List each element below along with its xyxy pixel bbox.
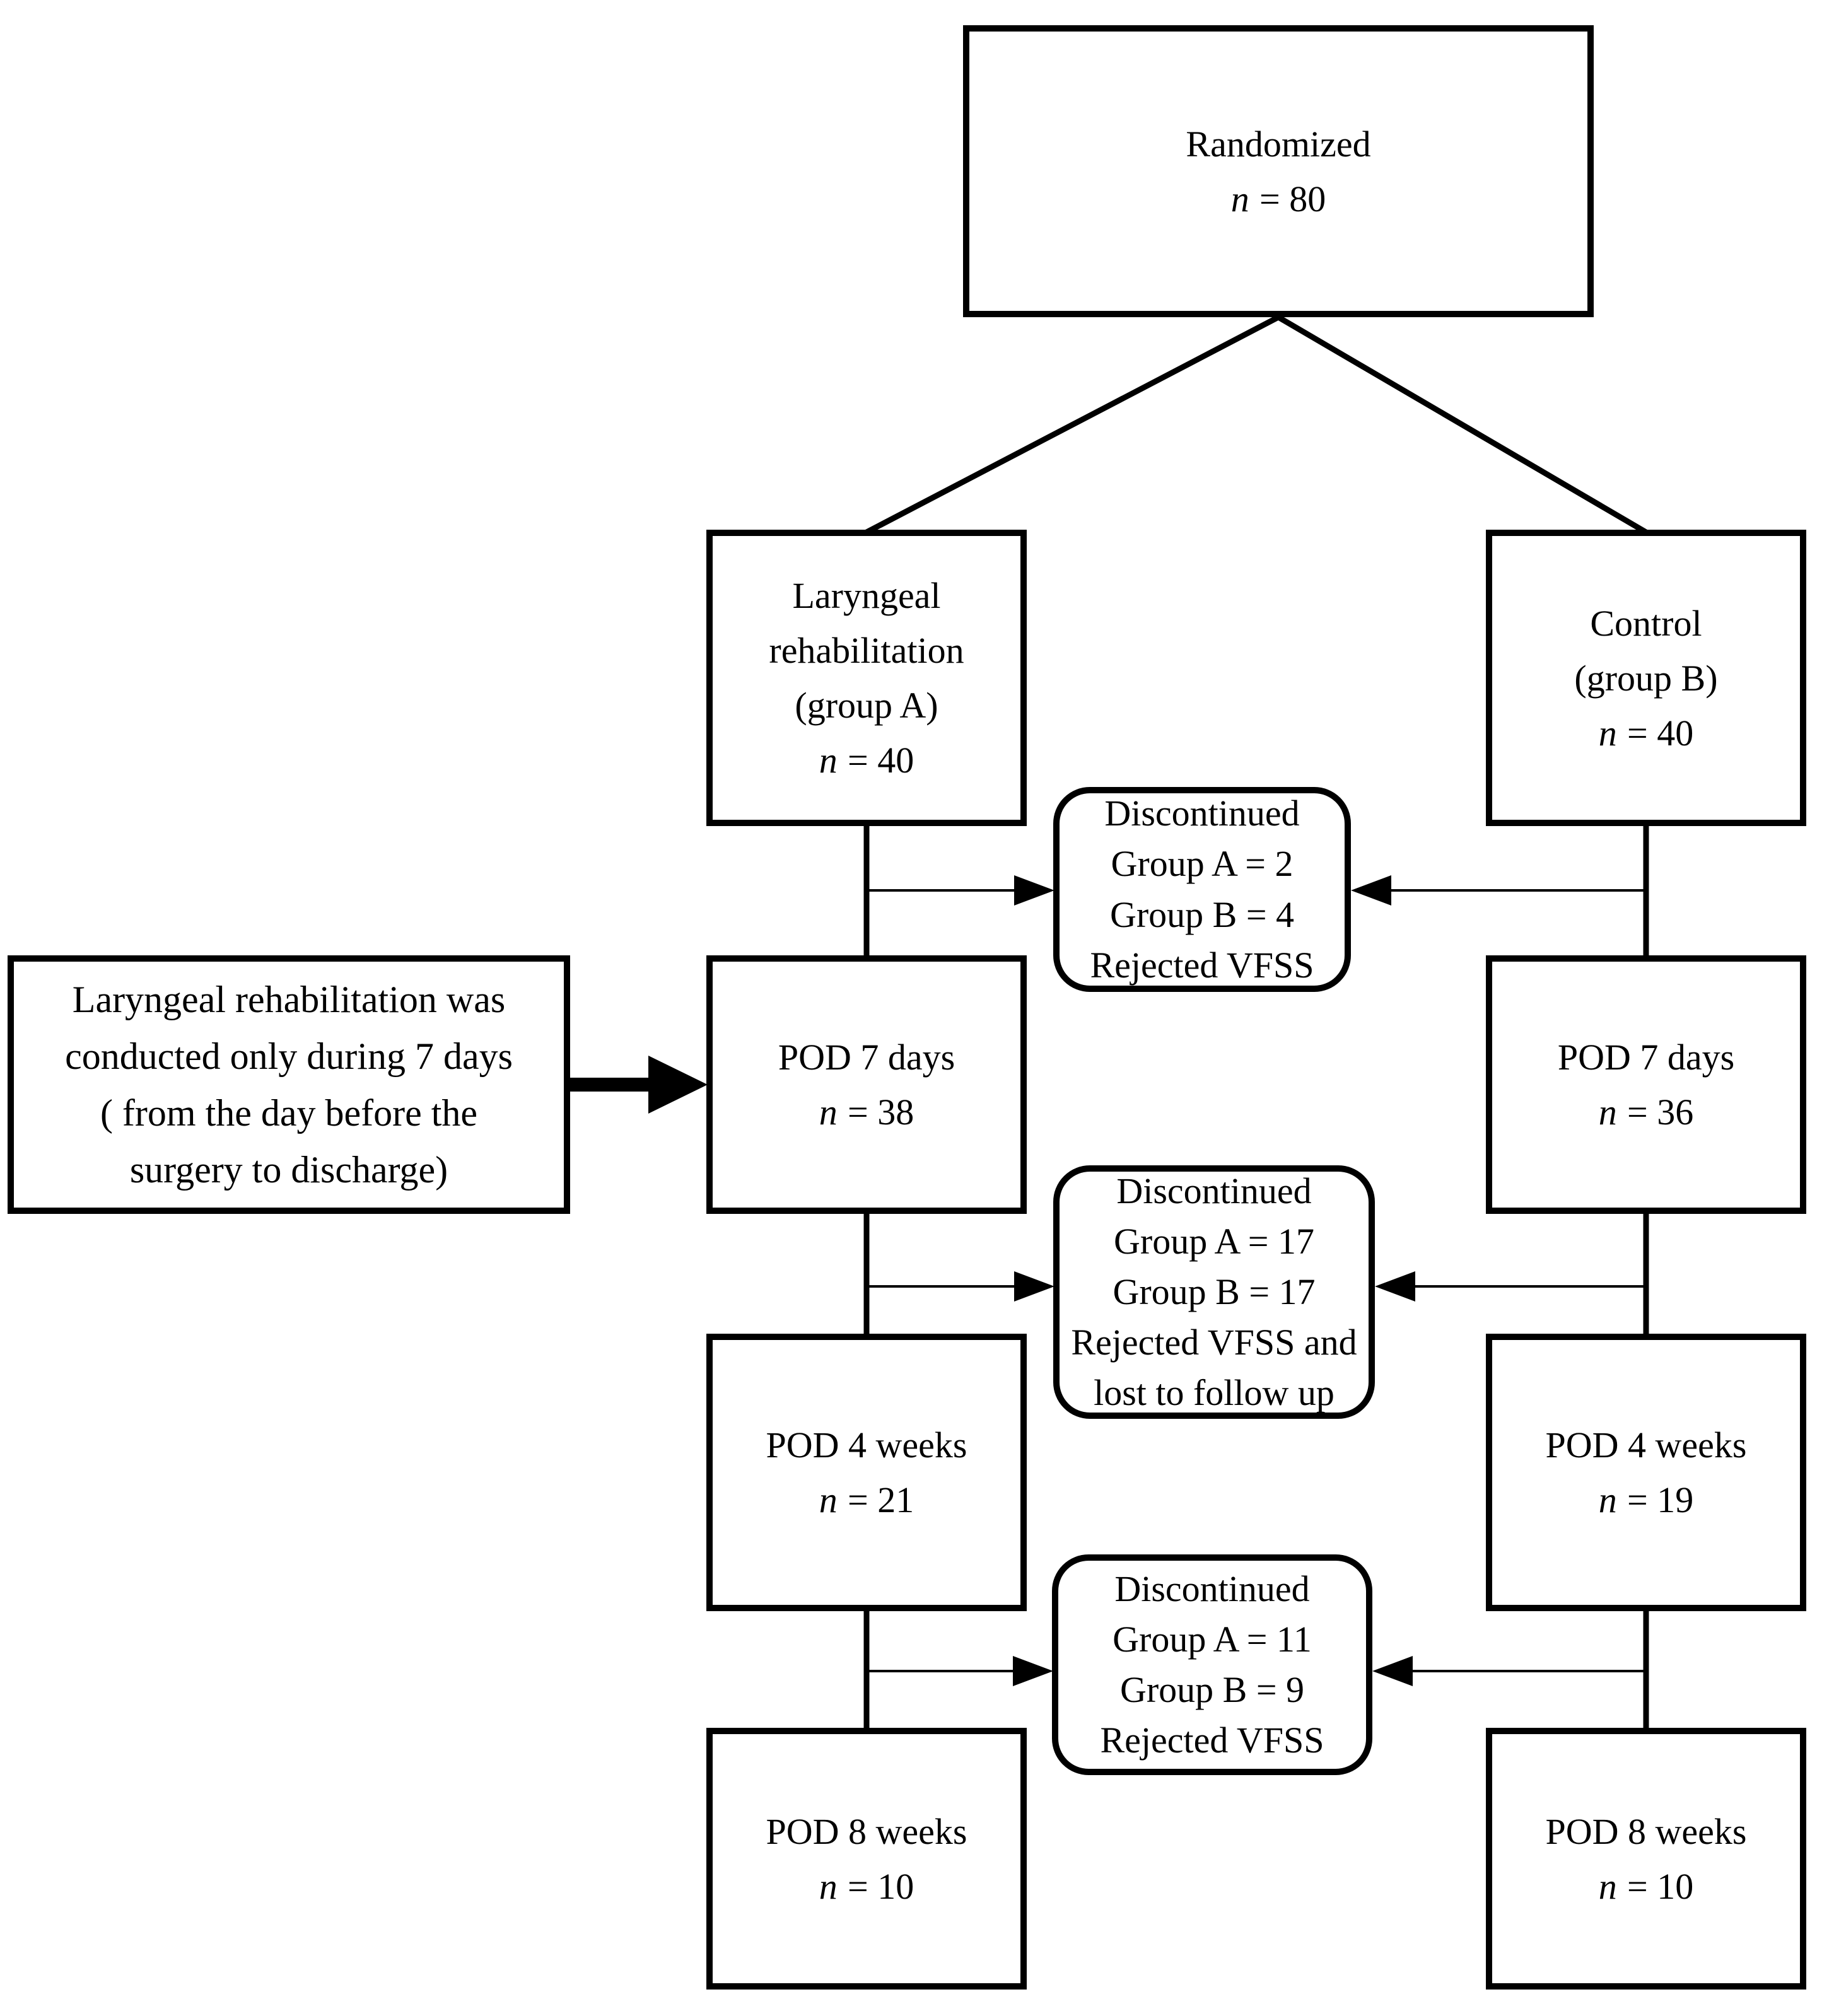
box-discontinued-2: Discontinued Group A = 17 Group B = 17 R… [1053, 1165, 1375, 1419]
pod4-a-label: POD 4 weeks [766, 1425, 967, 1465]
box-group-a: Laryngeal rehabilitation (group A) n= 40 [706, 530, 1027, 826]
discontinued-3-line-3: Group B = 9 [1119, 1669, 1305, 1710]
box-randomized: Randomized n= 80 [963, 25, 1594, 317]
pod4-b-n: n= 19 [1598, 1479, 1694, 1520]
discontinued-2-line-2: Group A = 17 [1114, 1220, 1314, 1262]
pod4-a-n: n= 21 [819, 1479, 914, 1520]
pod7-b-label: POD 7 days [1557, 1037, 1735, 1078]
randomized-label: Randomized [1186, 123, 1371, 165]
box-pod8-group-a: POD 8 weeks n= 10 [706, 1728, 1027, 1990]
discontinued-1-line-2: Group A = 2 [1111, 843, 1294, 885]
discontinued-1-line-3: Group B = 4 [1109, 894, 1295, 935]
group-b-label-2: (group B) [1574, 657, 1718, 699]
discontinued-2-line-4: Rejected VFSS and [1071, 1322, 1357, 1363]
note-arrowhead [648, 1056, 708, 1114]
randomized-n: n= 80 [1230, 178, 1326, 219]
box-pod8-group-b: POD 8 weeks n= 10 [1486, 1728, 1806, 1990]
box-group-b: Control (group B) n= 40 [1486, 530, 1806, 826]
box-pod4-group-b: POD 4 weeks n= 19 [1486, 1334, 1806, 1611]
box-pod7-group-b: POD 7 days n= 36 [1486, 955, 1806, 1214]
pod7-a-label: POD 7 days [778, 1037, 955, 1078]
pod8-b-n: n= 10 [1598, 1865, 1694, 1907]
arrowhead-right-discontinued-1 [1351, 875, 1391, 906]
box-note: Laryngeal rehabilitation was conducted o… [8, 955, 570, 1214]
note-line-1: Laryngeal rehabilitation was [72, 979, 506, 1020]
discontinued-3-line-4: Rejected VFSS [1100, 1720, 1324, 1761]
arrowhead-left-discontinued-3 [1013, 1656, 1053, 1686]
pod8-b-label: POD 8 weeks [1545, 1810, 1747, 1852]
arrowhead-right-discontinued-2 [1375, 1271, 1415, 1302]
discontinued-3-line-1: Discontinued [1114, 1568, 1310, 1609]
group-a-label-3: (group A) [795, 685, 938, 726]
box-pod4-group-a: POD 4 weeks n= 21 [706, 1334, 1027, 1611]
arrowhead-right-discontinued-3 [1372, 1656, 1413, 1686]
arrowhead-left-discontinued-2 [1014, 1271, 1054, 1302]
box-discontinued-1: Discontinued Group A = 2 Group B = 4 Rej… [1053, 787, 1351, 992]
discontinued-3-line-2: Group A = 11 [1113, 1618, 1312, 1660]
box-discontinued-3: Discontinued Group A = 11 Group B = 9 Re… [1052, 1554, 1372, 1775]
discontinued-2-line-5: lost to follow up [1094, 1372, 1335, 1414]
group-a-label-2: rehabilitation [769, 630, 964, 671]
pod8-a-n: n= 10 [819, 1865, 914, 1907]
pod7-b-n: n= 36 [1598, 1092, 1694, 1133]
arrowhead-left-discontinued-1 [1014, 875, 1054, 906]
pod4-b-label: POD 4 weeks [1545, 1425, 1747, 1465]
note-line-2: conducted only during 7 days [65, 1035, 513, 1077]
group-b-n: n= 40 [1598, 712, 1694, 754]
note-line-4: surgery to discharge) [129, 1149, 448, 1191]
connector-randomized-to-group-a [865, 315, 1280, 535]
note-line-3: ( from the day before the [100, 1092, 478, 1134]
discontinued-2-line-3: Group B = 17 [1113, 1271, 1316, 1312]
box-pod7-group-a: POD 7 days n= 38 [706, 955, 1027, 1214]
discontinued-2-line-1: Discontinued [1116, 1170, 1312, 1211]
group-a-label-1: Laryngeal [792, 575, 941, 616]
group-b-label-1: Control [1590, 602, 1702, 644]
pod8-a-label: POD 8 weeks [766, 1810, 967, 1852]
pod7-a-n: n= 38 [819, 1092, 914, 1133]
group-a-n: n= 40 [819, 740, 914, 781]
discontinued-1-line-4: Rejected VFSS [1090, 944, 1314, 986]
discontinued-1-line-1: Discontinued [1104, 793, 1300, 834]
connector-randomized-to-group-b [1276, 315, 1648, 535]
